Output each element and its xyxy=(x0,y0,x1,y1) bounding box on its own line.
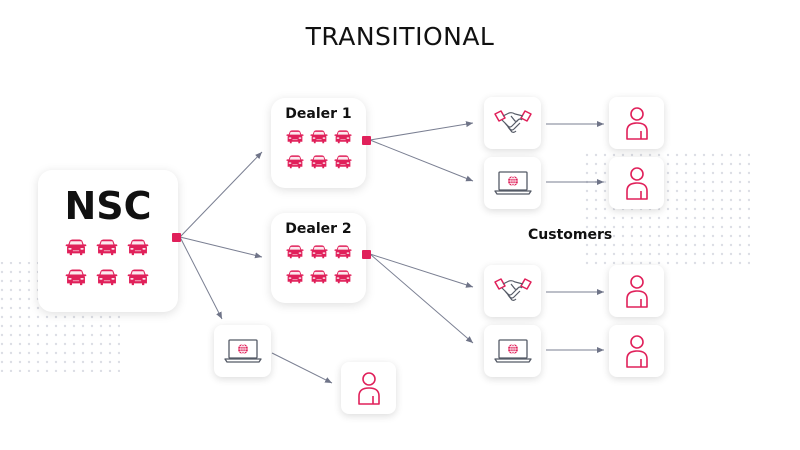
car-icon-wrapper xyxy=(334,154,352,173)
nsc-label: NSC xyxy=(64,184,152,228)
car-icon xyxy=(334,130,352,144)
customer-card-1 xyxy=(609,97,664,149)
dealer-2-connection-node xyxy=(362,250,371,259)
handshake-card-1 xyxy=(484,97,541,149)
car-icon xyxy=(334,155,352,169)
car-icon xyxy=(127,269,149,286)
nsc-car-grid xyxy=(65,239,155,299)
customer-card-2 xyxy=(609,157,664,209)
customer-icon xyxy=(625,107,648,140)
car-icon-wrapper xyxy=(286,269,304,288)
handshake-card-2 xyxy=(484,265,541,317)
customer-card-4 xyxy=(609,325,664,377)
car-icon-wrapper xyxy=(286,154,304,173)
car-icon-wrapper xyxy=(127,239,149,260)
car-icon xyxy=(334,270,352,284)
customer-icon xyxy=(625,335,648,368)
car-icon xyxy=(286,245,304,259)
dealer-1-label: Dealer 1 xyxy=(285,106,352,122)
nsc-connection-node xyxy=(172,233,181,242)
dealer-1-connection-node xyxy=(362,136,371,145)
car-icon xyxy=(286,130,304,144)
car-icon xyxy=(65,239,87,256)
car-icon xyxy=(96,269,118,286)
page-title: TRANSITIONAL xyxy=(305,22,495,51)
laptop-card-2 xyxy=(484,325,541,377)
customer-icon xyxy=(625,167,648,200)
car-icon xyxy=(286,155,304,169)
dealer-2-car-grid xyxy=(286,244,356,294)
dealer-1-card: Dealer 1 xyxy=(271,98,366,188)
car-icon xyxy=(65,269,87,286)
laptop-web-icon xyxy=(493,339,532,363)
dealer-1-car-grid xyxy=(286,129,356,179)
nsc-card: NSC xyxy=(38,170,178,312)
car-icon-wrapper xyxy=(310,129,328,148)
car-icon-wrapper xyxy=(310,154,328,173)
car-icon-wrapper xyxy=(96,269,118,290)
laptop-web-icon xyxy=(223,339,262,363)
car-icon-wrapper xyxy=(334,129,352,148)
car-icon xyxy=(310,270,328,284)
handshake-icon xyxy=(493,110,532,133)
car-icon xyxy=(310,130,328,144)
car-icon-wrapper xyxy=(286,244,304,263)
car-icon-wrapper xyxy=(310,244,328,263)
laptop-card-nsc-direct xyxy=(214,325,271,377)
handshake-icon xyxy=(493,278,532,301)
car-icon xyxy=(310,155,328,169)
car-icon-wrapper xyxy=(334,244,352,263)
car-icon xyxy=(310,245,328,259)
car-icon-wrapper xyxy=(65,269,87,290)
customer-icon xyxy=(625,275,648,308)
car-icon-wrapper xyxy=(127,269,149,290)
laptop-web-icon xyxy=(493,171,532,195)
car-icon xyxy=(127,239,149,256)
car-icon-wrapper xyxy=(334,269,352,288)
car-icon-wrapper xyxy=(310,269,328,288)
customer-icon xyxy=(357,372,380,405)
car-icon-wrapper xyxy=(65,239,87,260)
car-icon-wrapper xyxy=(286,129,304,148)
car-icon xyxy=(286,270,304,284)
car-icon-wrapper xyxy=(96,239,118,260)
dealer-2-label: Dealer 2 xyxy=(285,221,352,237)
customer-card-nsc-direct xyxy=(341,362,396,414)
car-icon xyxy=(96,239,118,256)
customers-label: Customers xyxy=(528,227,613,243)
laptop-card-1 xyxy=(484,157,541,209)
dealer-2-card: Dealer 2 xyxy=(271,213,366,303)
car-icon xyxy=(334,245,352,259)
customer-card-3 xyxy=(609,265,664,317)
